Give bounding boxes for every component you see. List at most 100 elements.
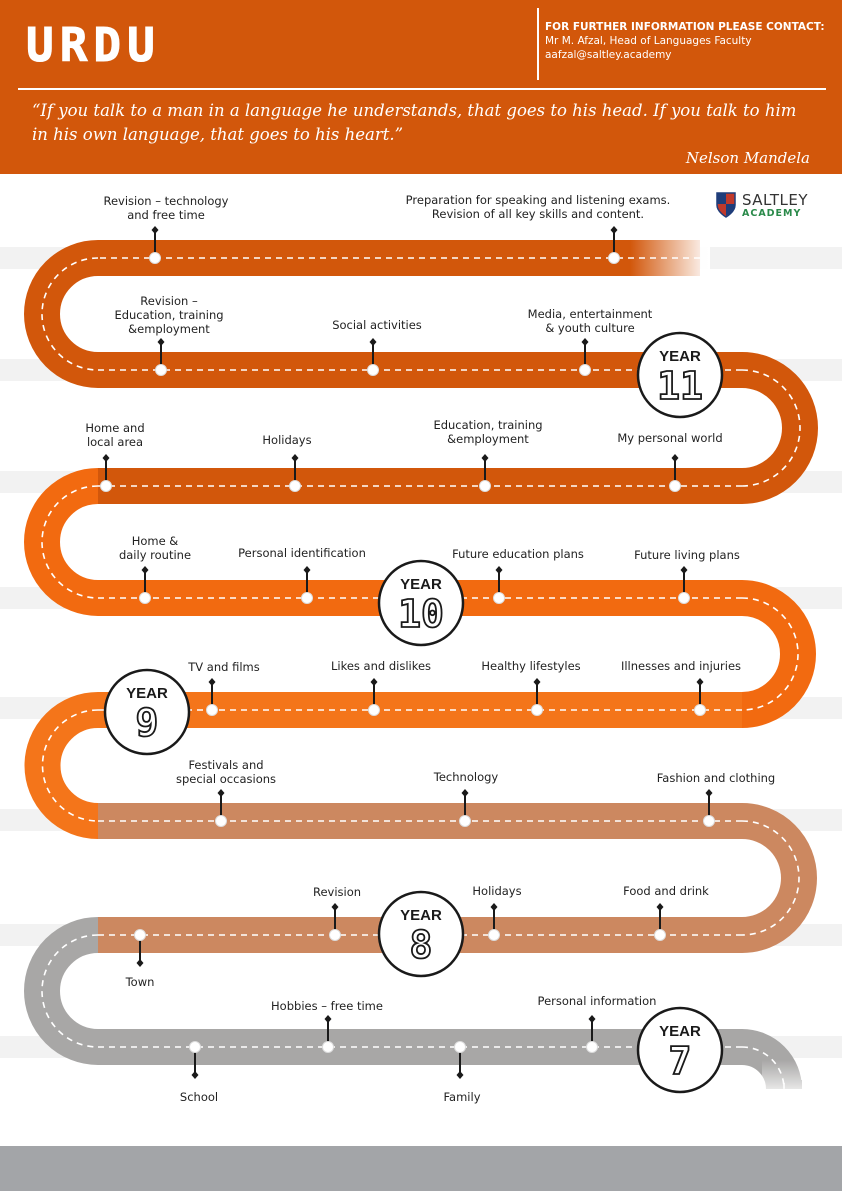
topic-marker-dot: [134, 929, 146, 941]
road-segment: [24, 468, 99, 616]
topic-marker-tip: [191, 1071, 199, 1079]
topic-marker-dot: [289, 480, 301, 492]
topic-marker-tip: [461, 789, 469, 797]
footer-bar: [0, 1146, 842, 1191]
topic-marker-dot: [149, 252, 161, 264]
year-badge-label: YEAR: [400, 576, 442, 593]
topic-label: Preparation for speaking and listening e…: [405, 193, 671, 221]
quote-text: “If you talk to a man in a language he u…: [32, 101, 797, 144]
topic-label: Fashion and clothing: [656, 771, 776, 785]
topic-label: Home &daily routine: [118, 534, 192, 562]
topic-label: Hobbies – free time: [271, 999, 383, 1013]
road-dash: [41, 709, 99, 822]
topic-label: Holidays: [262, 433, 312, 447]
topic-marker-tip: [208, 678, 216, 686]
contact-block: FOR FURTHER INFORMATION PLEASE CONTACT: …: [545, 20, 825, 62]
road-fade: [630, 238, 710, 278]
topic-marker-dot: [459, 815, 471, 827]
year-badge-number: 10: [398, 592, 444, 636]
topic-marker-dot: [322, 1041, 334, 1053]
contact-heading: FOR FURTHER INFORMATION PLEASE CONTACT:: [545, 21, 825, 33]
topic-marker-tip: [303, 566, 311, 574]
topic-label: Likes and dislikes: [330, 659, 432, 673]
topic-label: My personal world: [617, 431, 723, 445]
topic-label: Media, entertainment& youth culture: [527, 307, 653, 335]
topic-marker-tip: [680, 566, 688, 574]
topic-label: Future living plans: [634, 548, 740, 562]
topic-marker-tip: [533, 678, 541, 686]
topic-label: Illnesses and injuries: [620, 659, 742, 673]
topic-label: Personal information: [537, 994, 657, 1008]
year-badge-circle: [636, 331, 724, 419]
topic-marker-tip: [331, 903, 339, 911]
year-badge-label: YEAR: [659, 1023, 701, 1040]
topic-label: Town: [125, 975, 155, 989]
topic-marker-tip: [136, 959, 144, 967]
topic-marker-dot: [694, 704, 706, 716]
topic-marker-tip: [490, 903, 498, 911]
contact-email[interactable]: aafzal@saltley.academy: [545, 49, 672, 61]
topic-marker-tip: [481, 454, 489, 462]
topic-marker-tip: [588, 1015, 596, 1023]
topic-marker-dot: [608, 252, 620, 264]
road-segment: [24, 917, 99, 1065]
topic-marker-tip: [324, 1015, 332, 1023]
topic-marker-dot: [479, 480, 491, 492]
topic-label: Personal identification: [238, 546, 366, 560]
topic-marker-tip: [456, 1071, 464, 1079]
contact-name: Mr M. Afzal, Head of Languages Faculty: [545, 35, 752, 47]
topic-marker-dot: [678, 592, 690, 604]
topic-marker-tip: [705, 789, 713, 797]
topic-marker-dot: [100, 480, 112, 492]
topic-marker-dot: [531, 704, 543, 716]
topic-label: Healthy lifestyles: [481, 659, 581, 673]
topic-marker-tip: [581, 338, 589, 346]
road-segment: [741, 803, 817, 953]
topic-marker-tip: [157, 338, 165, 346]
topic-label: Food and drink: [623, 884, 709, 898]
road-segment: [741, 352, 818, 504]
topic-marker-dot: [139, 592, 151, 604]
topic-label: Revision –Education, training&employment: [114, 294, 224, 336]
topic-label: Education, training&employment: [433, 418, 543, 446]
topic-label: Technology: [433, 770, 499, 784]
topic-marker-tip: [369, 338, 377, 346]
topic-marker-dot: [189, 1041, 201, 1053]
year-badge-number: 7: [669, 1039, 692, 1083]
year-badge-circle: [636, 1006, 724, 1094]
topic-marker-tip: [370, 678, 378, 686]
year-badge-label: YEAR: [400, 907, 442, 924]
quote-author: Nelson Mandela: [685, 149, 810, 167]
topic-marker-tip: [671, 454, 679, 462]
topic-marker-tip: [151, 226, 159, 234]
topic-marker-dot: [493, 592, 505, 604]
topic-marker-dot: [367, 364, 379, 376]
topic-label: Holidays: [472, 884, 522, 898]
topic-marker-dot: [215, 815, 227, 827]
header-banner: URDU FOR FURTHER INFORMATION PLEASE CONT…: [0, 0, 842, 174]
year-badge-circle: [377, 559, 465, 647]
topic-label: School: [179, 1090, 219, 1104]
year-badge-number: 11: [657, 364, 703, 408]
topic-marker-dot: [586, 1041, 598, 1053]
topic-label: TV and films: [188, 660, 260, 674]
year-badge-label: YEAR: [126, 685, 168, 702]
year-badge-circle: [377, 890, 465, 978]
road-dash: [741, 597, 799, 711]
topic-marker-dot: [454, 1041, 466, 1053]
topic-marker-dot: [301, 592, 313, 604]
topic-marker-dot: [329, 929, 341, 941]
page-title: URDU: [26, 18, 161, 73]
topic-marker-tip: [291, 454, 299, 462]
road-dash: [41, 257, 99, 371]
header-divider: [537, 8, 539, 80]
shield-icon: [716, 192, 736, 218]
topic-label: Future education plans: [452, 547, 584, 561]
topic-marker-tip: [610, 226, 618, 234]
road-dash: [41, 485, 99, 599]
road-dash: [741, 820, 800, 936]
